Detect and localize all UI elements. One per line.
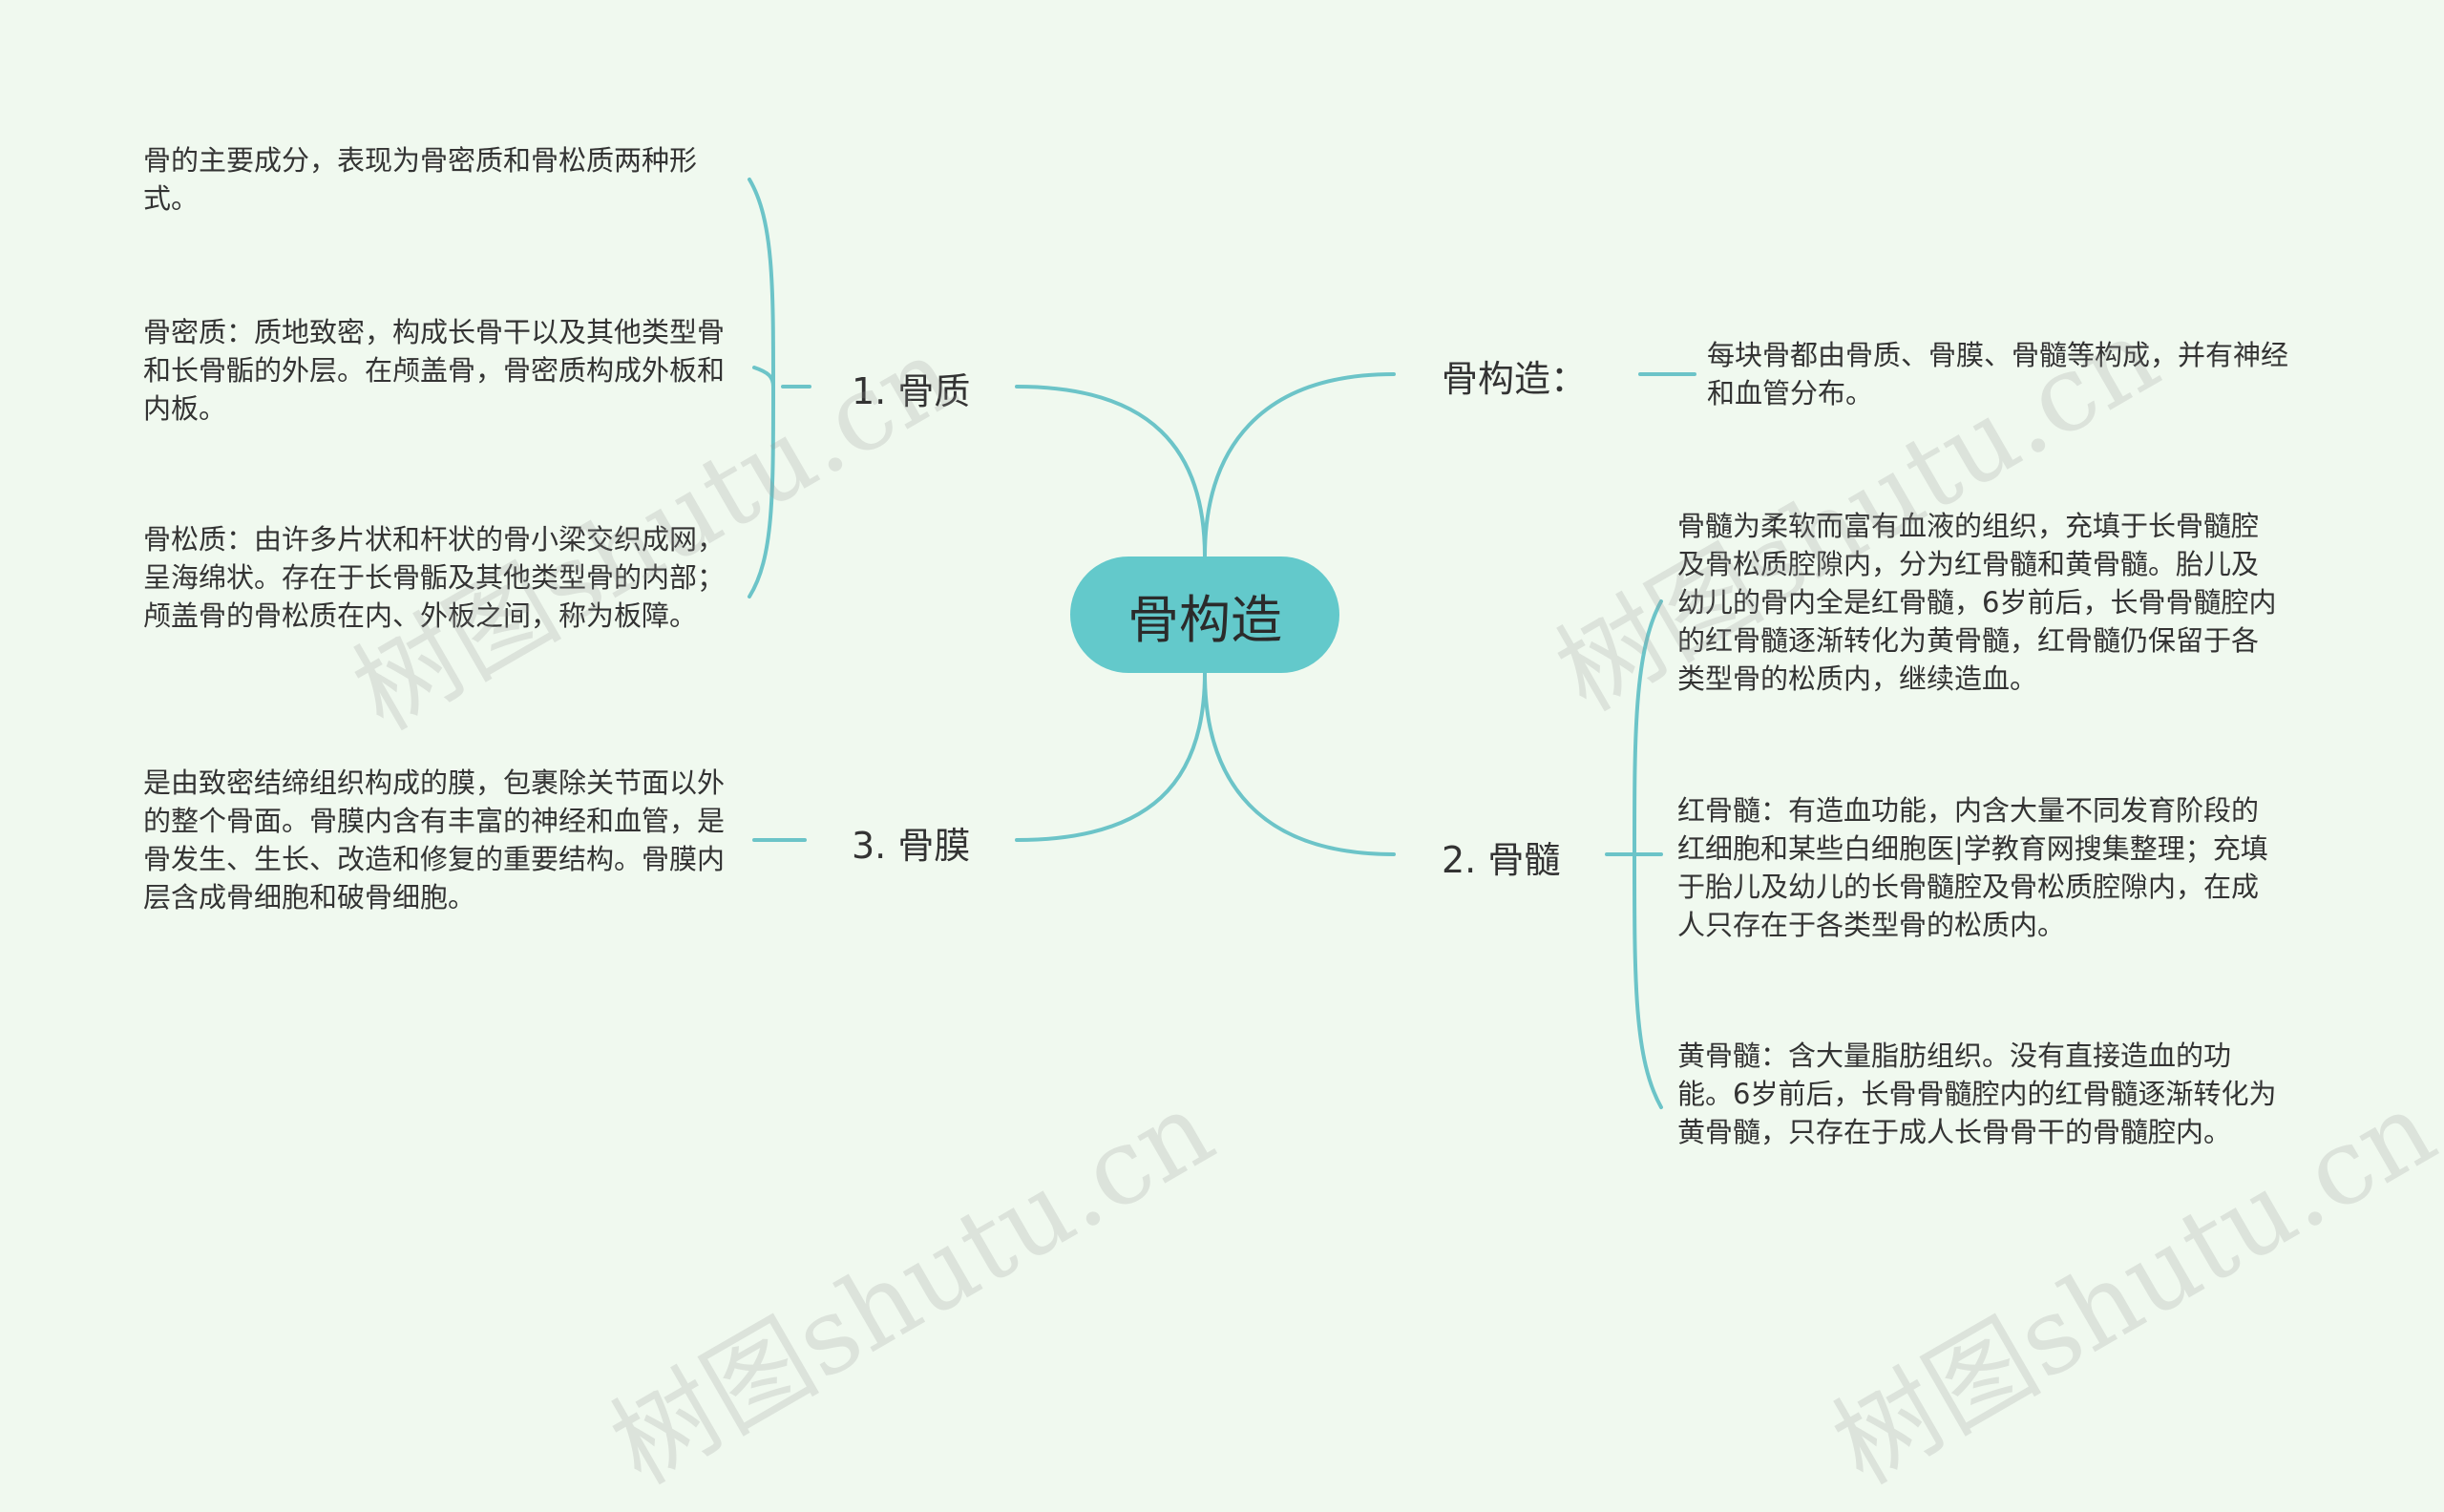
- link-bone-matter-bracket-mid: [752, 366, 775, 388]
- leaf-structure-1-text: 每块骨都由骨质、骨膜、骨髓等构成，并有神经和血管分布。: [1707, 339, 2289, 410]
- link-root-bone-matter: [1015, 385, 1207, 558]
- branch-structure-label: 骨构造：: [1442, 358, 1588, 400]
- leaf-marrow-2-text: 红骨髓：有造血功能，内含大量不同发育阶段的红细胞和某些白细胞医|学教育网搜集整理…: [1677, 794, 2268, 941]
- link-root-structure: [1203, 372, 1396, 558]
- leaf-marrow-1-text: 骨髓为柔软而富有血液的组织，充填于长骨髓腔及骨松质腔隙内，分为红骨髓和黄骨髓。胎…: [1677, 510, 2277, 695]
- leaf-marrow-1: 骨髓为柔软而富有血液的组织，充填于长骨髓腔及骨松质腔隙内，分为红骨髓和黄骨髓。胎…: [1677, 507, 2277, 698]
- leaf-marrow-3: 黄骨髓：含大量脂肪组织。没有直接造血的功能。6岁前后，长骨骨髓腔内的红骨髓逐渐转…: [1677, 1037, 2277, 1151]
- branch-marrow[interactable]: 2. 骨髓: [1442, 830, 1560, 883]
- leaf-bone-matter-3-text: 骨松质：由许多片状和杆状的骨小梁交织成网，呈海绵状。存在于长骨骺及其他类型骨的内…: [143, 523, 726, 632]
- link-bone-matter-bracket-top: [748, 178, 775, 388]
- leaf-periosteum-1: 是由致密结缔组织构成的膜，包裹除关节面以外的整个骨面。骨膜内含有丰富的神经和血管…: [143, 764, 745, 916]
- branch-periosteum-label: 3. 骨膜: [852, 825, 971, 867]
- link-bone-matter-bracket-bot: [748, 385, 775, 598]
- link-marrow-bracket-top: [1633, 599, 1663, 856]
- link-marrow-bracket-bot: [1633, 852, 1663, 1109]
- link-root-periosteum: [1015, 671, 1207, 842]
- leaf-marrow-2: 红骨髓：有造血功能，内含大量不同发育阶段的红细胞和某些白细胞医|学教育网搜集整理…: [1677, 791, 2277, 944]
- link-root-marrow: [1203, 671, 1396, 856]
- leaf-bone-matter-1: 骨的主要成分，表现为骨密质和骨松质两种形式。: [143, 141, 745, 218]
- leaf-periosteum-1-text: 是由致密结缔组织构成的膜，包裹除关节面以外的整个骨面。骨膜内含有丰富的神经和血管…: [143, 766, 726, 914]
- branch-structure[interactable]: 骨构造：: [1442, 349, 1587, 402]
- connector-lines: [748, 178, 1696, 1109]
- branch-bone-matter[interactable]: 1. 骨质: [852, 362, 970, 414]
- mind-map-canvas: 骨构造 骨构造： 每块骨都由骨质、骨膜、骨髓等构成，并有神经和血管分布。 1. …: [143, 141, 2444, 1507]
- leaf-bone-matter-3: 骨松质：由许多片状和杆状的骨小梁交织成网，呈海绵状。存在于长骨骺及其他类型骨的内…: [143, 520, 745, 635]
- leaf-structure-1: 每块骨都由骨质、骨膜、骨髓等构成，并有神经和血管分布。: [1707, 336, 2304, 412]
- branch-periosteum[interactable]: 3. 骨膜: [852, 816, 970, 869]
- branch-bone-matter-label: 1. 骨质: [852, 370, 971, 412]
- leaf-bone-matter-1-text: 骨的主要成分，表现为骨密质和骨松质两种形式。: [143, 144, 698, 215]
- root-label: 骨构造: [1127, 589, 1282, 650]
- root-node[interactable]: 骨构造: [1070, 556, 1339, 673]
- branch-marrow-label: 2. 骨髓: [1442, 839, 1561, 881]
- leaf-bone-matter-2: 骨密质：质地致密，构成长骨干以及其他类型骨和长骨骺的外层。在颅盖骨，骨密质构成外…: [143, 313, 745, 428]
- leaf-marrow-3-text: 黄骨髓：含大量脂肪组织。没有直接造血的功能。6岁前后，长骨骨髓腔内的红骨髓逐渐转…: [1677, 1040, 2277, 1148]
- leaf-bone-matter-2-text: 骨密质：质地致密，构成长骨干以及其他类型骨和长骨骺的外层。在颅盖骨，骨密质构成外…: [143, 316, 726, 425]
